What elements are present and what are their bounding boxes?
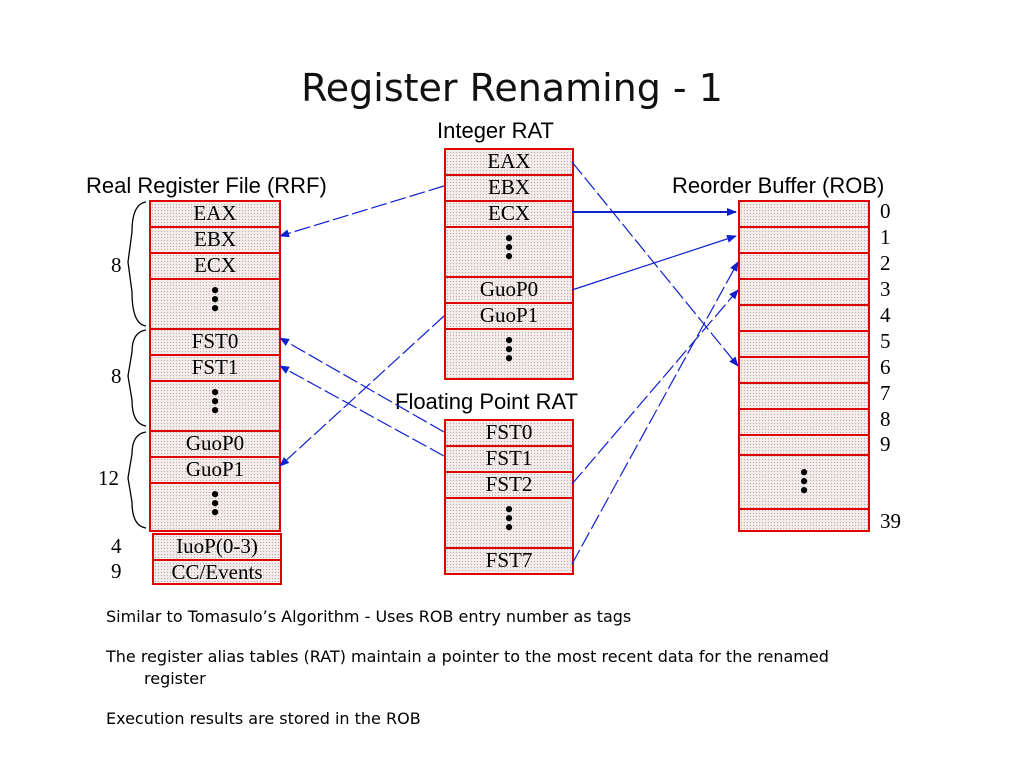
rrf-cell-cc-events: CC/Events [154, 559, 280, 583]
int-rat-cell-guop0: GuoP0 [446, 276, 572, 302]
arrow-ebx-to-rrf [279, 185, 445, 238]
rrf-cell-guop1: GuoP1 [151, 456, 279, 482]
rob-entry [740, 278, 868, 304]
int-rat-cell-ebx: EBX [446, 174, 572, 200]
int-rat-cell-eax: EAX [446, 148, 572, 174]
rrf-cell-gap3: ••• [151, 482, 279, 532]
ellipsis-dots-icon: ••• [504, 495, 514, 542]
rob-index-1: 1 [880, 225, 891, 249]
rrf-cell-gap1: ••• [151, 278, 279, 328]
fp-rat-cell-fst0: FST0 [446, 419, 572, 445]
note-item: The register alias tables (RAT) maintain… [106, 647, 829, 688]
rrf-count-12: 12 [98, 466, 119, 490]
fp-rat-cell-fst2: FST2 [446, 471, 572, 497]
int-rat-cell-guop1: GuoP1 [446, 302, 572, 328]
arrow-guop1-to-rrf [279, 315, 445, 467]
fp-rat-table: FST0 FST1 FST2 ••• FST7 [444, 419, 574, 575]
rob-label: Reorder Buffer (ROB) [672, 173, 885, 198]
rrf-cell-eax: EAX [151, 200, 279, 226]
rob-index-39: 39 [880, 509, 901, 533]
notes-list: Similar to Tomasulo’s Algorithm - Uses R… [106, 606, 886, 748]
rob-entry [740, 408, 868, 434]
rob-entry [740, 304, 868, 330]
integer-rat-label: Integer RAT [437, 118, 554, 143]
rrf-label: Real Register File (RRF) [86, 173, 327, 198]
rrf-count-4: 4 [111, 534, 122, 558]
rrf-cell-fst1: FST1 [151, 354, 279, 380]
ellipsis-dots-icon: ••• [210, 276, 220, 323]
rob-entry [740, 434, 868, 454]
rrf-cell-ebx: EBX [151, 226, 279, 252]
ellipsis-dots-icon: ••• [504, 224, 514, 271]
rrf-brace-8b [127, 329, 147, 427]
fp-rat-cell-fst1: FST1 [446, 445, 572, 471]
int-rat-cell-ecx: ECX [446, 200, 572, 226]
integer-rat-table: EAX EBX ECX ••• GuoP0 GuoP1 ••• [444, 148, 574, 380]
note-item: Similar to Tomasulo’s Algorithm - Uses R… [106, 607, 632, 626]
rob-index-5: 5 [880, 329, 891, 353]
arrow-fst1-to-rrf [279, 365, 445, 457]
rob-index-6: 6 [880, 355, 891, 379]
rrf-cell-iuop: IuoP(0-3) [176, 534, 258, 558]
rrf-brace-8a [127, 201, 147, 327]
rob-entry [740, 252, 868, 278]
rob-entry [740, 226, 868, 252]
arrow-guop0-to-rob1 [571, 235, 737, 291]
ellipsis-dots-icon: ••• [210, 378, 220, 425]
ellipsis-dots-icon: ••• [504, 326, 514, 373]
rrf-cell-ecx: ECX [151, 252, 279, 278]
rob-index-0: 0 [880, 199, 891, 223]
int-rat-cell-gap: ••• [446, 226, 572, 276]
rrf-cell-guop0: GuoP0 [151, 430, 279, 456]
rob-entry [740, 330, 868, 356]
rob-index-7: 7 [880, 381, 891, 405]
rrf-cell-fst0: FST0 [151, 328, 279, 354]
arrow-fst2-to-rob3 [571, 289, 739, 485]
rrf-cell-gap2: ••• [151, 380, 279, 430]
rob-entry [740, 382, 868, 408]
rob-index-3: 3 [880, 277, 891, 301]
rrf-count-8a: 8 [111, 253, 122, 277]
rob-entry [740, 200, 868, 226]
rrf-count-8b: 8 [111, 364, 122, 388]
rob-index-9: 9 [880, 432, 891, 456]
ellipsis-dots-icon: ••• [799, 458, 809, 505]
fp-rat-cell-fst7: FST7 [446, 547, 572, 573]
rob-table: ••• [738, 200, 870, 532]
rob-index-8: 8 [880, 407, 891, 431]
ellipsis-dots-icon: ••• [210, 480, 220, 527]
rob-index-4: 4 [880, 303, 891, 327]
slide-title: Register Renaming - 1 [301, 66, 723, 110]
arrow-eax-to-rob6 [571, 161, 739, 367]
fp-rat-cell-gap: ••• [446, 497, 572, 547]
arrow-fst7-to-rob2 [571, 261, 739, 565]
rob-entry-gap: ••• [740, 454, 868, 508]
rob-entry [740, 356, 868, 382]
rob-entry [740, 508, 868, 532]
rrf-extra-table: IuoP(0-3) CC/Events [152, 533, 282, 585]
arrow-fst0-to-rrf [279, 337, 445, 433]
rrf-count-9: 9 [111, 559, 122, 583]
int-rat-cell-tail: ••• [446, 328, 572, 376]
note-item: Execution results are stored in the ROB [106, 709, 421, 728]
rob-index-2: 2 [880, 251, 891, 275]
fp-rat-label: Floating Point RAT [395, 389, 579, 414]
rrf-brace-12 [127, 431, 147, 529]
